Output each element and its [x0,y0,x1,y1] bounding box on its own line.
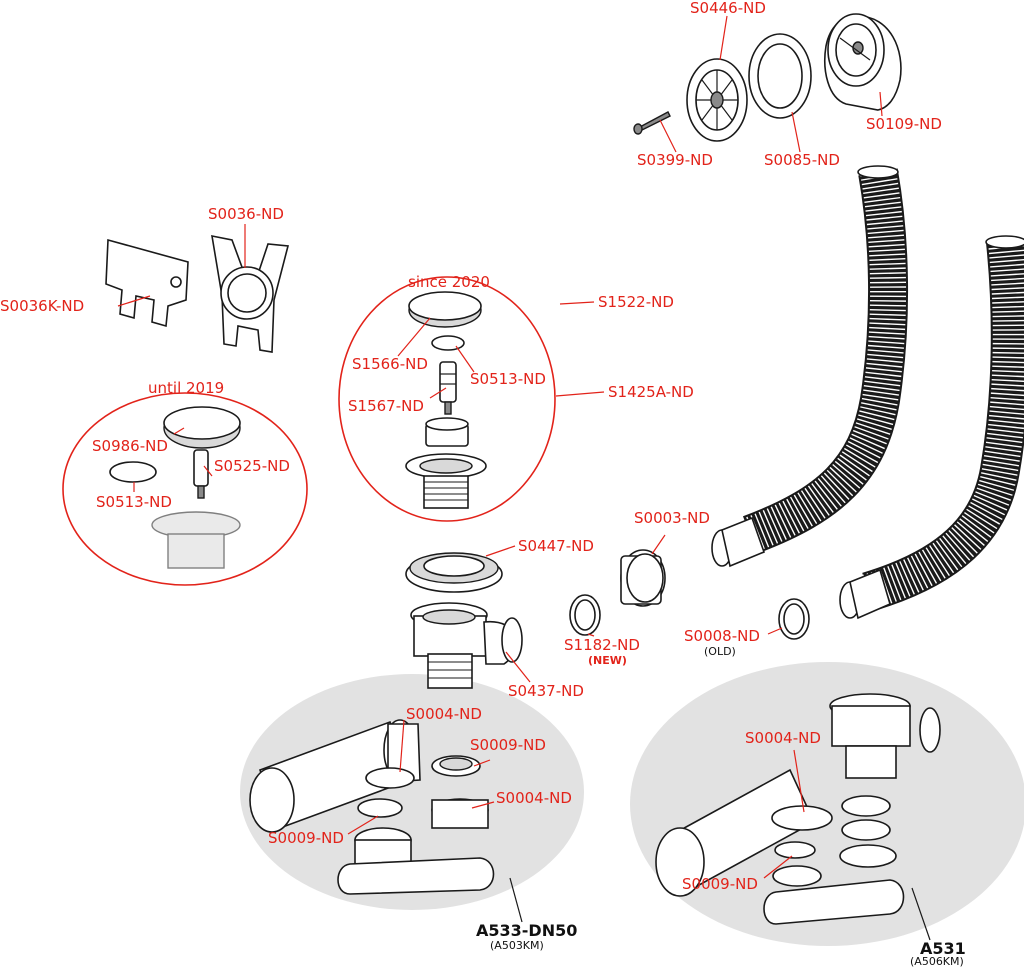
label-s1522: S1522-ND [598,293,674,311]
label-s0986: S0986-ND [92,437,168,455]
label-s1566: S1566-ND [352,355,428,373]
union-nut-part [620,549,666,607]
screw-part [633,111,671,135]
tray-gasket-part [405,552,503,593]
wrench-ring-part [211,234,290,353]
overflow-cover-part [686,58,748,142]
label-s0447: S0447-ND [518,537,594,555]
label-s0003: S0003-ND [634,509,710,527]
label-s0004-a: S0004-ND [406,705,482,723]
label-s1182-note: (NEW) [588,654,627,667]
label-s0036k: S0036K-ND [0,297,85,315]
label-s0109: S0109-ND [866,115,942,133]
label-s0446: S0446-ND [690,0,766,17]
o-ring-small-part [431,335,465,351]
a531-trap-assembly [655,693,941,925]
since-2020-outline [338,276,556,522]
label-s0437: S0437-ND [508,682,584,700]
waste-body-part [410,602,523,689]
a533-set-background [240,674,584,910]
hose-right [839,235,1024,620]
leader-lines [117,15,931,941]
set-name-a533: A533-DN50 [476,921,578,940]
label-s0008-note: (OLD) [704,645,736,658]
label-s0399: S0399-ND [637,151,713,169]
overflow-gasket-part [748,33,812,119]
group-label-until-2019: until 2019 [148,379,225,397]
waste-flange-part [405,453,487,509]
plug-cap-part [408,291,482,328]
o-ring-old-part [109,461,157,483]
flange-old-part [151,511,241,569]
overflow-body-part [824,13,902,111]
label-s0008: S0008-ND [684,627,760,645]
label-s0004-b: S0004-ND [496,789,572,807]
plug-cap-old-part [163,406,241,449]
set-code-a533: (A503KM) [490,939,544,952]
label-s0004-c: S0004-ND [745,729,821,747]
seal-old-part [778,598,810,640]
label-s0009-c: S0009-ND [682,875,758,893]
label-s0009-a: S0009-ND [470,736,546,754]
set-name-a531: A531 [920,939,966,958]
spindle-old-part [193,449,209,499]
label-s1425a: S1425A-ND [608,383,694,401]
label-s0085: S0085-ND [764,151,840,169]
hose-left [711,165,909,568]
a533-trap-assembly [249,719,495,895]
label-s0009-b: S0009-ND [268,829,344,847]
group-label-since-2020: since 2020 [408,273,490,291]
until-2019-outline [62,392,308,586]
label-s0036: S0036-ND [208,205,284,223]
label-s1182: S1182-ND [564,636,640,654]
label-s0525: S0525-ND [214,457,290,475]
label-s0513-b: S0513-ND [96,493,172,511]
seal-new-part [569,594,601,636]
set-code-a531: (A506KM) [910,955,964,968]
wrench-flat-part [105,238,189,328]
lock-nut-part [425,417,469,447]
label-s1567: S1567-ND [348,397,424,415]
pop-up-spindle-part [439,361,457,415]
label-s0513-a: S0513-ND [470,370,546,388]
